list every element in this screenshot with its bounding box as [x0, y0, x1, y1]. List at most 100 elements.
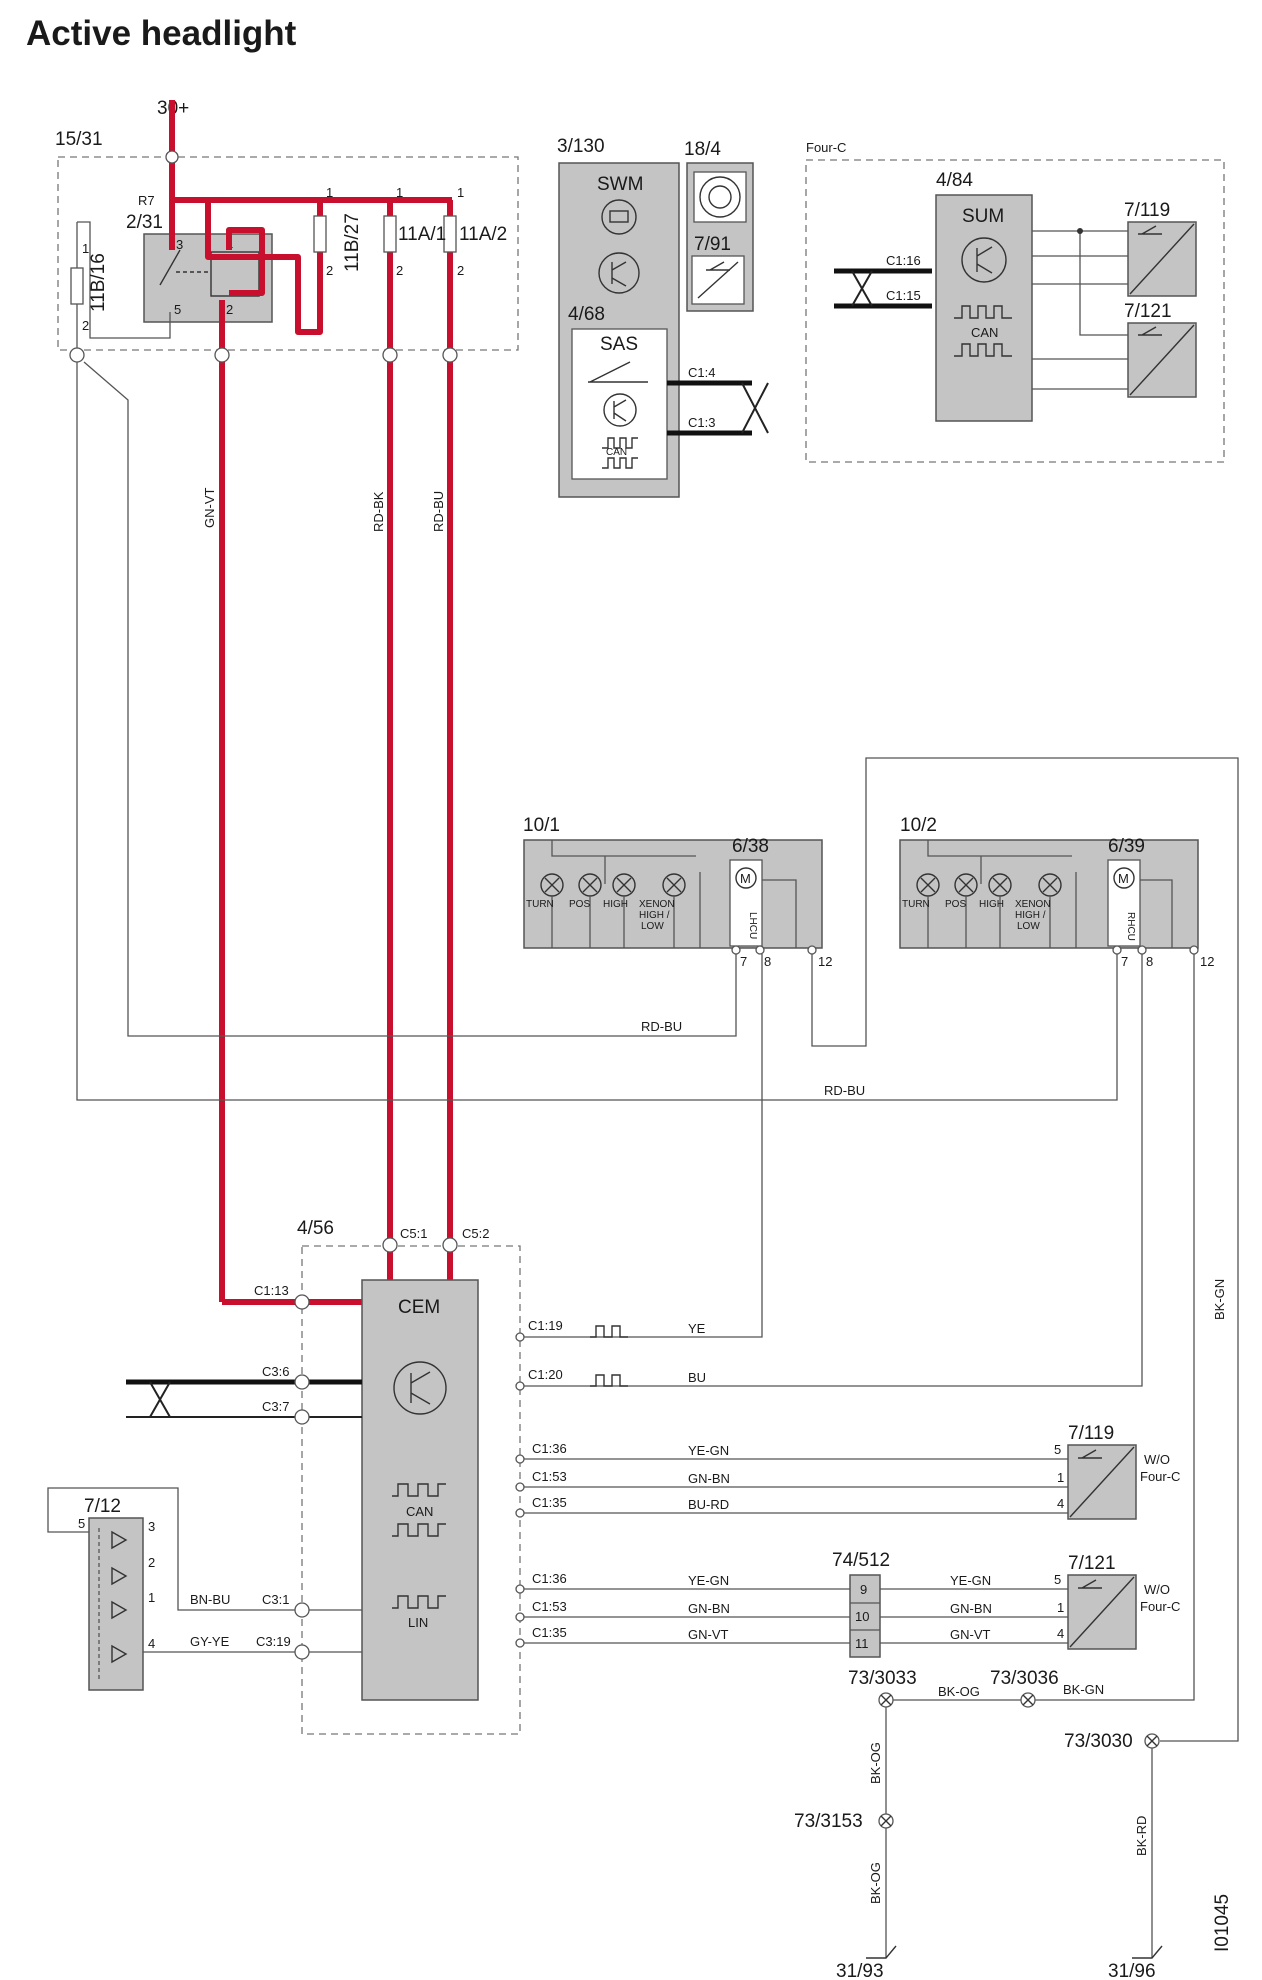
hl1-pin-8 [755, 945, 765, 955]
label-7-121-top: 7/121 [1124, 301, 1172, 322]
clock-spring-inner-icon [708, 185, 732, 209]
wire-label-bk-og-v2: BK-OG [868, 1862, 883, 1904]
label-73-3153: 73/3153 [794, 1811, 863, 1832]
conn-pin-11: 11 [855, 1636, 869, 1651]
bk-gn-wire [1032, 954, 1195, 1701]
wire-label-ye-gn-c: YE-GN [950, 1573, 991, 1588]
cem-can-wave-top [392, 1483, 446, 1497]
node-gn-vt-out [214, 347, 230, 363]
node-c1-20 [515, 1381, 525, 1391]
relay-switch [159, 249, 181, 286]
label-6-39: 6/39 [1108, 836, 1145, 857]
ground-31-96-icon [1132, 1945, 1163, 1959]
clock-spring [693, 171, 747, 223]
label-73-3036: 73/3036 [990, 1668, 1059, 1689]
label-31-93: 31/93 [836, 1961, 884, 1980]
relay-pin-5: 5 [174, 302, 181, 317]
rhcu-label: RHCU [1125, 912, 1136, 941]
wire-label-gn-vt-b: GN-VT [688, 1627, 729, 1642]
pin-c1-36-a: C1:36 [532, 1441, 567, 1456]
label-sas: SAS [600, 334, 638, 355]
wire-label-bk-og-v1: BK-OG [868, 1742, 883, 1784]
pin-c5-1: C5:1 [400, 1226, 427, 1241]
hl1-pin12-internal [762, 879, 797, 948]
sensor-7-121-bottom-diag [1069, 1576, 1135, 1648]
hl1-pos-label: POS [569, 899, 590, 910]
pin-c1-20: C1:20 [528, 1367, 563, 1382]
clock-spring-outer-icon [699, 176, 741, 218]
sas-can-wave-bottom [602, 457, 638, 469]
pin-c3-1: C3:1 [262, 1592, 289, 1607]
label-4-56: 4/56 [297, 1218, 334, 1239]
label-cem-can: CAN [406, 1504, 433, 1519]
doc-id-label: I01045 [1212, 1894, 1233, 1952]
node-c5-2 [442, 1237, 458, 1253]
actuator-6-38 [729, 859, 763, 947]
sensor-7-121-top-diag [1129, 324, 1195, 396]
wire-label-rd-bu-right: RD-BU [824, 1083, 865, 1098]
sensor-7-119-top-diag [1129, 223, 1195, 295]
motor-6-39-label: M [1118, 871, 1129, 886]
motor-6-38-icon [735, 867, 757, 889]
sum-can-wave-top [954, 305, 1012, 319]
wire-label-bk-og-h: BK-OG [938, 1684, 980, 1699]
wire-label-gn-vt: GN-VT [202, 488, 217, 529]
s712-pin-5: 5 [78, 1516, 85, 1531]
headlight-10-1 [523, 839, 823, 949]
fuse-11b27-pin-2: 2 [326, 263, 333, 278]
hl2-lamp-wires [927, 872, 1077, 948]
wire-label-ye-gn-b: YE-GN [688, 1573, 729, 1588]
s119-wo-label: W/O [1144, 1452, 1170, 1467]
label-sum: SUM [962, 206, 1004, 227]
hl2-pin-7-label: 7 [1121, 954, 1128, 969]
rd-bu-left-wire [83, 361, 737, 1037]
fuse-11a2-pin-1: 1 [457, 185, 464, 200]
node-30 [165, 150, 179, 164]
label-6-38: 6/38 [732, 836, 769, 857]
node-c1-53-a [515, 1482, 525, 1492]
label-15-31: 15/31 [55, 129, 103, 150]
sum-junction [1077, 228, 1083, 234]
label-sum-can: CAN [971, 325, 998, 340]
s712-pin-2: 2 [148, 1555, 155, 1570]
four-c-box [805, 159, 1225, 463]
ground-31-93-icon [866, 1945, 897, 1959]
s712-pin-4: 4 [148, 1636, 155, 1651]
label-18-4: 18/4 [684, 139, 721, 160]
sensor-7-121-top-sym [1138, 326, 1162, 336]
wire-label-gn-vt-c: GN-VT [950, 1627, 991, 1642]
pin-c1-15: C1:15 [886, 288, 921, 303]
label-31-96: 31/96 [1108, 1961, 1156, 1980]
pin-c5-2: C5:2 [462, 1226, 489, 1241]
pin-c1-13: C1:13 [254, 1283, 289, 1298]
label-7-91: 7/91 [694, 234, 731, 255]
pin-c1-3: C1:3 [688, 415, 715, 430]
hl2-xenon-label-1: XENON [1015, 899, 1051, 910]
s119-four-c-label: Four-C [1140, 1469, 1180, 1484]
relay-pin5-wire [77, 221, 171, 339]
node-c1-36-b [515, 1584, 525, 1594]
fuse-11b16-pin-1: 1 [82, 241, 89, 256]
node-c3-6 [294, 1374, 310, 1390]
pin-c1-36-b: C1:36 [532, 1571, 567, 1586]
conn-pin-9: 9 [860, 1582, 867, 1597]
cem-lin-wave [392, 1595, 446, 1609]
ground-73-3033-cross [880, 1694, 892, 1706]
fuse-11a2 [443, 215, 457, 253]
hl2-lamp-crosses [920, 877, 1058, 893]
hl1-xenon-label-3: LOW [641, 921, 664, 932]
hl2-pin-12-label: 12 [1200, 954, 1214, 969]
fuse-11a1 [383, 215, 397, 253]
wire-label-ye: YE [688, 1321, 706, 1336]
connector-74-512 [849, 1574, 881, 1658]
pin-c1-16: C1:16 [886, 253, 921, 268]
hl2-high-label: HIGH [979, 899, 1004, 910]
diagram-title: Active headlight [26, 14, 297, 53]
lhcu-label: LHCU [747, 912, 758, 939]
s121-pin-4: 4 [1057, 1626, 1064, 1641]
wire-label-rd-bu-left: RD-BU [641, 1019, 682, 1034]
pin-c3-19: C3:19 [256, 1634, 291, 1649]
ground-73-3036-cross [1022, 1694, 1034, 1706]
